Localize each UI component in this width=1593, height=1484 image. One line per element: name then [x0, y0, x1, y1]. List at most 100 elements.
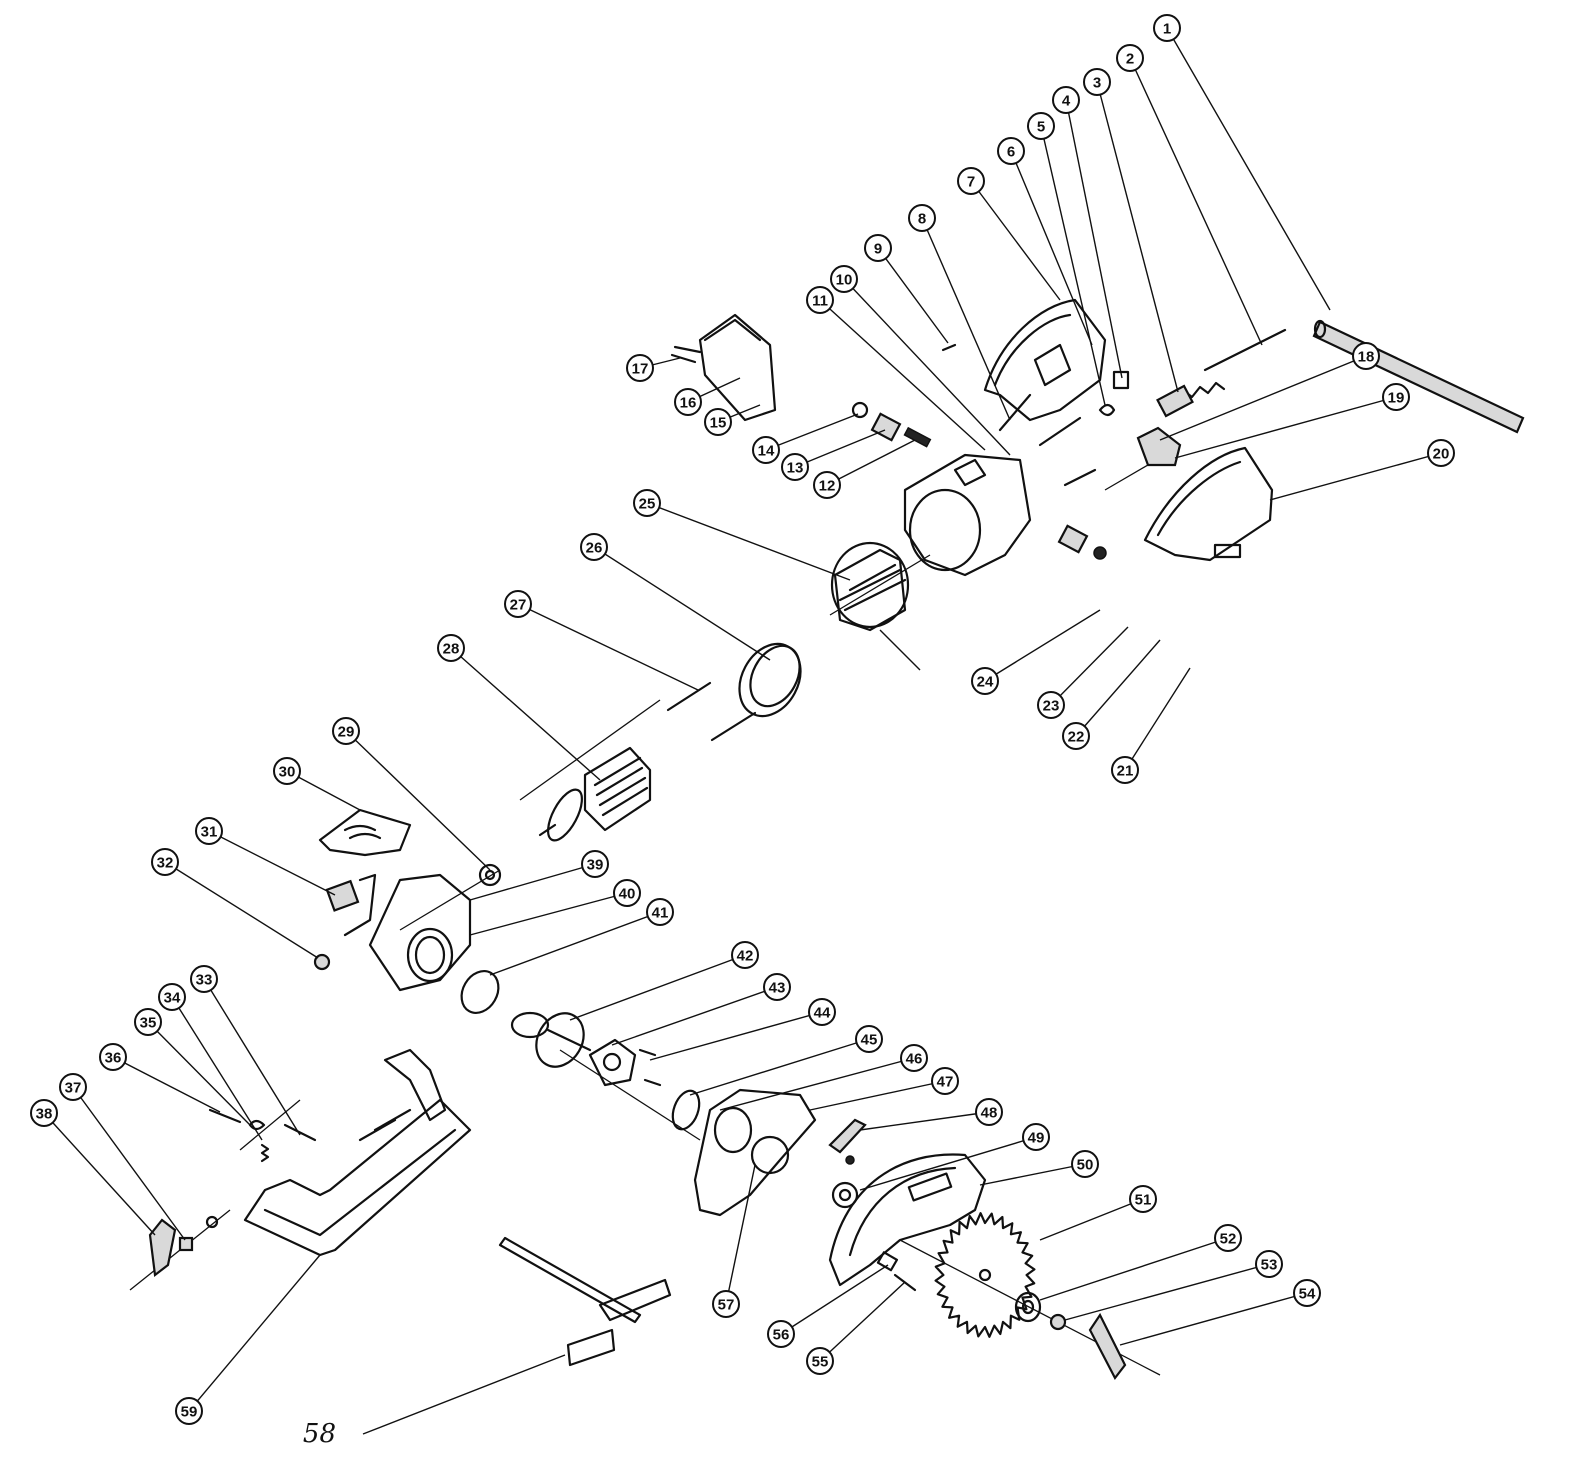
part-44-screws	[638, 1048, 662, 1087]
part-32-screw	[313, 953, 331, 971]
part-14-washer	[851, 401, 869, 419]
callout-4-leader	[1065, 99, 1123, 379]
callout-29-text: 29	[338, 724, 355, 741]
callout-36: 36	[99, 1043, 221, 1113]
free-labels: 58	[303, 1354, 566, 1449]
callout-5-text: 5	[1037, 119, 1045, 136]
callout-25: 25	[633, 489, 851, 581]
callout-25-text: 25	[639, 496, 656, 513]
callout-24: 24	[971, 609, 1101, 695]
part-36-pin	[208, 1108, 242, 1124]
callout-25-circle	[633, 489, 661, 517]
callout-52: 52	[1039, 1224, 1242, 1301]
part-59-base-plate	[243, 1048, 472, 1257]
part-5-spring-clip	[1098, 403, 1116, 417]
callout-45-text: 45	[861, 1032, 878, 1049]
callout-40: 40	[469, 879, 641, 936]
callout-11: 11	[806, 286, 986, 451]
part-28-armature	[538, 746, 652, 842]
callout-34: 34	[158, 983, 263, 1141]
callout-37-circle	[59, 1073, 87, 1101]
callout-23-circle	[1037, 691, 1065, 719]
callout-5: 5	[1027, 112, 1106, 406]
callout-39-leader	[469, 863, 596, 901]
callout-53: 53	[1064, 1250, 1283, 1321]
callout-58: 58	[303, 1354, 566, 1449]
part-51-saw-blade	[934, 1212, 1036, 1338]
callout-18-leader	[1159, 355, 1367, 441]
callout-36-text: 36	[105, 1050, 122, 1067]
callout-26: 26	[580, 533, 771, 661]
callout-56-circle	[767, 1320, 795, 1348]
callout-34-leader	[171, 996, 263, 1141]
callout-10-leader	[843, 278, 1011, 456]
callout-3-leader	[1096, 81, 1179, 393]
callout-33-circle	[190, 965, 218, 993]
callout-24-text: 24	[977, 674, 994, 691]
callout-50-circle	[1071, 1150, 1099, 1178]
callout-3: 3	[1083, 68, 1179, 393]
callout-53-circle	[1255, 1250, 1283, 1278]
callout-59: 59	[175, 1254, 321, 1425]
part-2-long-pin	[1203, 328, 1287, 372]
callout-33: 33	[190, 965, 301, 1136]
callout-19-circle	[1382, 383, 1410, 411]
part-8-screw	[998, 393, 1032, 432]
callout-2: 2	[1116, 44, 1263, 346]
part-1-handle-rod	[1312, 319, 1525, 434]
callout-34-circle	[158, 983, 186, 1011]
part-53-blade-bolt	[1049, 1313, 1067, 1331]
callout-32-leader	[164, 861, 319, 959]
callout-52-text: 52	[1220, 1231, 1237, 1248]
callout-44: 44	[649, 998, 836, 1061]
callout-51-circle	[1129, 1185, 1157, 1213]
callout-40-circle	[613, 879, 641, 907]
callout-54-leader	[1119, 1292, 1308, 1346]
callout-44-text: 44	[814, 1005, 831, 1022]
callout-35-text: 35	[140, 1015, 157, 1032]
callout-30-circle	[273, 757, 301, 785]
callout-55-circle	[806, 1347, 834, 1375]
callout-47-leader	[809, 1080, 946, 1111]
callout-53-leader	[1064, 1263, 1270, 1321]
callout-23-text: 23	[1043, 698, 1060, 715]
callout-54-circle	[1293, 1279, 1321, 1307]
callout-5-leader	[1040, 125, 1106, 406]
part-35-clip	[248, 1119, 266, 1131]
callout-48-leader	[859, 1111, 990, 1131]
callout-27: 27	[504, 590, 699, 691]
callout-9-text: 9	[874, 241, 882, 258]
callout-9: 9	[864, 234, 949, 344]
callout-47-circle	[931, 1067, 959, 1095]
part-50-lower-guard	[828, 1153, 987, 1287]
callout-49: 49	[859, 1123, 1050, 1191]
callout-31-leader	[208, 830, 336, 896]
callout-38-circle	[30, 1099, 58, 1127]
callout-43-circle	[763, 973, 791, 1001]
part-29-bearing	[478, 863, 502, 887]
callout-40-leader	[469, 892, 628, 936]
callout-56-leader	[780, 1264, 889, 1335]
callout-42: 42	[569, 941, 759, 1021]
part-52-outer-flange	[1014, 1291, 1042, 1323]
callout-44-circle	[808, 998, 836, 1026]
callout-12-circle	[813, 471, 841, 499]
callout-56-text: 56	[773, 1327, 790, 1344]
part-39-gear-housing	[368, 873, 472, 992]
callout-51: 51	[1039, 1185, 1157, 1241]
callout-8-circle	[908, 204, 936, 232]
callout-39: 39	[469, 850, 609, 901]
callout-4-text: 4	[1062, 93, 1071, 110]
callout-16-circle	[674, 388, 702, 416]
callout-23-leader	[1050, 626, 1129, 706]
callout-17: 17	[626, 354, 681, 382]
part-12-brush	[903, 426, 932, 448]
callout-3-circle	[1083, 68, 1111, 96]
callout-32: 32	[151, 848, 319, 959]
callout-21-text: 21	[1117, 763, 1134, 780]
callout-43-leader	[611, 986, 778, 1046]
callout-58-leader	[362, 1354, 566, 1435]
callout-6-text: 6	[1007, 144, 1015, 161]
callout-35: 35	[134, 1008, 251, 1126]
